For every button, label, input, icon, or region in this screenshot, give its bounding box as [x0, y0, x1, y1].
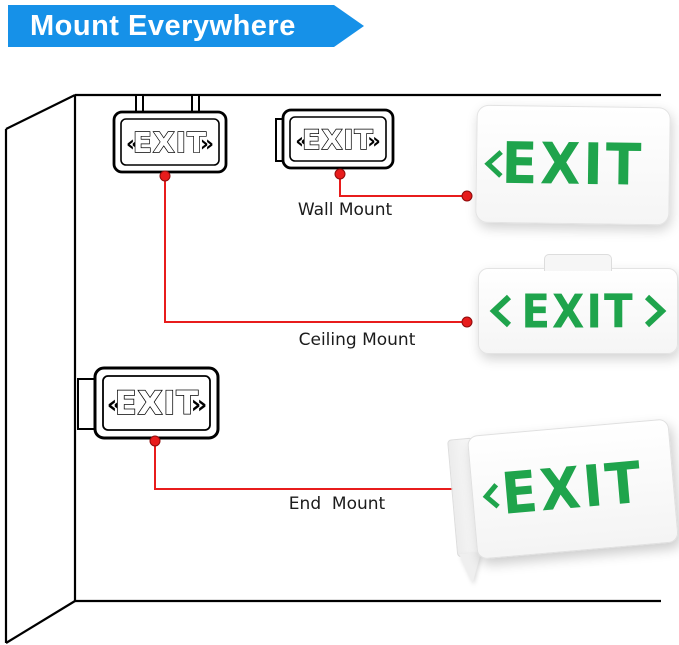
bottom-perspective-line — [5, 600, 76, 644]
product-photo-end-mount: EXIT — [447, 418, 679, 585]
product-photo-wall-mount: EXIT — [475, 104, 671, 226]
chevron-right-shape — [644, 294, 667, 328]
chevron-left-shape — [489, 294, 512, 328]
chevron-left-icon — [484, 150, 503, 178]
wall-mount-sign-diagram: « EXIT » — [275, 108, 395, 170]
product-photo-ceiling-mount: EXIT — [478, 254, 678, 354]
connector-dot — [461, 190, 473, 202]
connector-line — [154, 441, 466, 490]
chevron-left-shape — [482, 483, 500, 509]
end-mount-canopy-wedge — [459, 552, 484, 585]
connector-line — [339, 174, 466, 197]
ceiling-bracket-left — [135, 94, 144, 114]
sign-chevron-right: » — [200, 132, 214, 157]
sign-inner-frame — [120, 118, 220, 166]
sign-exit-text: EXIT — [115, 384, 199, 422]
end-mount-label: End Mount — [288, 494, 386, 514]
connector-dot — [159, 170, 171, 182]
connector-line — [164, 176, 466, 323]
end-bracket-plate — [77, 378, 96, 430]
end-mount-panel: EXIT — [466, 418, 679, 560]
connector-dot — [461, 316, 473, 328]
sign-chevron-right: » — [191, 390, 208, 420]
room-outline — [4, 93, 661, 644]
connector-dot — [149, 435, 161, 447]
sign-chevron-left: « — [295, 129, 309, 153]
chevron-left-icon — [489, 294, 512, 328]
sign-exit-text: EXIT — [302, 125, 374, 156]
ceiling-bracket-right — [191, 94, 200, 114]
product-exit-text: EXIT — [501, 131, 645, 199]
banner-title: Mount Everywhere — [30, 9, 296, 42]
ceiling-mount-sign-diagram: « EXIT » — [112, 94, 228, 174]
sign-chevron-right: » — [367, 129, 381, 153]
product-exit-text: EXIT — [499, 449, 647, 529]
wall-mount-label: Wall Mount — [297, 200, 393, 220]
sign-chevron-left: « — [107, 390, 124, 420]
sign-inner-frame — [289, 116, 387, 162]
connector-dot — [334, 168, 346, 180]
sign-chevron-left: « — [126, 132, 140, 157]
end-mount-sign-diagram: « EXIT » — [77, 366, 220, 440]
chevron-left-icon — [482, 483, 500, 509]
title-banner-arrow: Mount Everywhere — [8, 5, 364, 47]
ceiling-mount-label: Ceiling Mount — [298, 330, 416, 350]
end-mount-connector — [149, 435, 473, 495]
sign-inner-frame — [102, 375, 211, 431]
sign-exit-text: EXIT — [133, 126, 207, 159]
chevron-right-icon — [644, 294, 667, 328]
wall-mount-connector — [334, 168, 473, 202]
ceiling-canopy — [544, 254, 612, 271]
top-perspective-line — [5, 94, 76, 130]
product-exit-text: EXIT — [521, 284, 635, 338]
chevron-left-shape — [484, 150, 503, 178]
ceiling-mount-connector — [159, 170, 473, 328]
